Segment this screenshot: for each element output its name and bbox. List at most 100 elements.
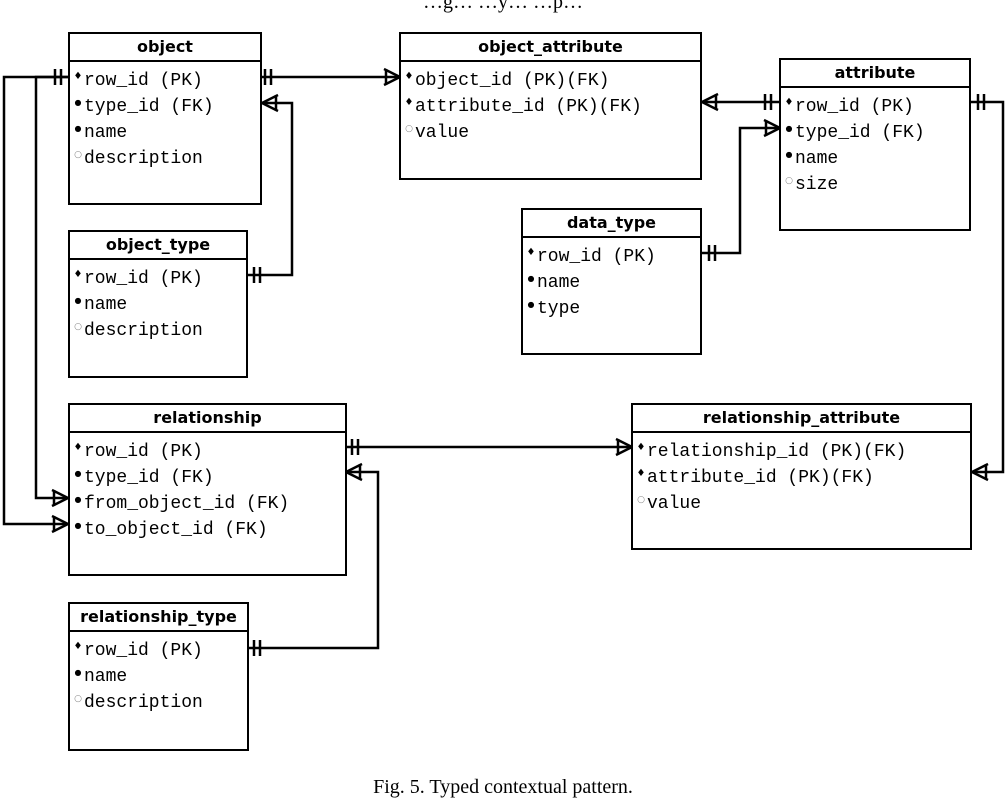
entity-field[interactable]: ♦row_id (PK): [70, 266, 246, 292]
entity-field[interactable]: ●name: [781, 146, 969, 172]
field-label: name: [84, 295, 128, 315]
field-label: from_object_id (FK): [84, 494, 290, 514]
optional-field-marker-icon: ○: [785, 176, 793, 186]
entity-field[interactable]: ♦row_id (PK): [70, 68, 260, 94]
optional-field-marker-icon: ○: [74, 694, 82, 704]
entity-object-type[interactable]: object_type♦row_id (PK)●name○description: [68, 230, 248, 378]
entity-field[interactable]: ●name: [70, 292, 246, 318]
field-label: description: [84, 321, 203, 341]
field-label: description: [84, 693, 203, 713]
entity-field-list: ♦row_id (PK)●name○description: [70, 260, 246, 344]
entity-field[interactable]: ●type: [523, 296, 700, 322]
entity-field[interactable]: ♦row_id (PK): [781, 94, 969, 120]
optional-field-marker-icon: ○: [74, 150, 82, 160]
field-label: size: [795, 175, 839, 195]
primary-key-marker-icon: ♦: [404, 97, 414, 108]
field-label: value: [415, 123, 470, 143]
primary-key-marker-icon: ♦: [636, 442, 646, 453]
line-relationship-type-to-relationship: [248, 470, 380, 650]
entity-field-list: ♦object_id (PK)(FK)♦attribute_id (PK)(FK…: [401, 62, 700, 146]
required-field-marker-icon: ●: [74, 495, 82, 504]
entity-field[interactable]: ♦row_id (PK): [523, 244, 700, 270]
entity-field[interactable]: ●name: [70, 120, 260, 146]
entity-data-type[interactable]: data_type♦row_id (PK)●name●type: [521, 208, 702, 355]
entity-attribute[interactable]: attribute♦row_id (PK)●type_id (FK)●name○…: [779, 58, 971, 231]
entity-field[interactable]: ●type_id (FK): [70, 465, 345, 491]
entity-field[interactable]: ●type_id (FK): [70, 94, 260, 120]
entity-field[interactable]: ♦attribute_id (PK)(FK): [633, 465, 970, 491]
entity-field[interactable]: ♦attribute_id (PK)(FK): [401, 94, 700, 120]
primary-key-marker-icon: ♦: [73, 71, 83, 82]
field-label: attribute_id (PK)(FK): [647, 468, 874, 488]
cropped-heading-text: …g… …y… …p…: [423, 0, 583, 13]
entity-field[interactable]: ♦row_id (PK): [70, 439, 345, 465]
figure-caption: Fig. 5. Typed contextual pattern.: [373, 776, 633, 798]
entity-field[interactable]: ○description: [70, 690, 247, 716]
entity-field[interactable]: ○size: [781, 172, 969, 198]
field-label: row_id (PK): [84, 269, 203, 289]
entity-title: data_type: [523, 210, 700, 238]
entity-field-list: ♦relationship_id (PK)(FK)♦attribute_id (…: [633, 433, 970, 517]
entity-field-list: ♦row_id (PK)●type_id (FK)●name○size: [781, 88, 969, 198]
entity-field[interactable]: ♦object_id (PK)(FK): [401, 68, 700, 94]
optional-field-marker-icon: ○: [405, 124, 413, 134]
line-object-to-relationship-from: [34, 75, 68, 500]
entity-field[interactable]: ●name: [70, 664, 247, 690]
field-label: name: [84, 123, 128, 143]
field-label: type: [537, 299, 581, 319]
entity-title: relationship: [70, 405, 345, 433]
entity-relationship-type[interactable]: relationship_type♦row_id (PK)●name○descr…: [68, 602, 249, 751]
entity-relationship[interactable]: relationship♦row_id (PK)●type_id (FK)●fr…: [68, 403, 347, 576]
entity-field[interactable]: ○description: [70, 146, 260, 172]
field-label: type_id (FK): [84, 97, 214, 117]
entity-field[interactable]: ♦relationship_id (PK)(FK): [633, 439, 970, 465]
entity-title: attribute: [781, 60, 969, 88]
entity-field-list: ♦row_id (PK)●type_id (FK)●name○descripti…: [70, 62, 260, 172]
entity-field[interactable]: ○value: [401, 120, 700, 146]
field-label: row_id (PK): [84, 71, 203, 91]
entity-title: object_attribute: [401, 34, 700, 62]
required-field-marker-icon: ●: [74, 296, 82, 305]
field-label: name: [795, 149, 839, 169]
field-label: type_id (FK): [84, 468, 214, 488]
required-field-marker-icon: ●: [74, 98, 82, 107]
line-attribute-to-relationship-attribute: [970, 100, 1005, 474]
entity-field[interactable]: ●type_id (FK): [781, 120, 969, 146]
entity-title: relationship_attribute: [633, 405, 970, 433]
optional-field-marker-icon: ○: [637, 495, 645, 505]
entity-object-attribute[interactable]: object_attribute♦object_id (PK)(FK)♦attr…: [399, 32, 702, 180]
entity-field[interactable]: ●to_object_id (FK): [70, 517, 345, 543]
entity-field[interactable]: ♦row_id (PK): [70, 638, 247, 664]
required-field-marker-icon: ●: [527, 300, 535, 309]
field-label: row_id (PK): [537, 247, 656, 267]
field-label: description: [84, 149, 203, 169]
required-field-marker-icon: ●: [785, 124, 793, 133]
line-data-type-to-attribute: [702, 126, 780, 255]
required-field-marker-icon: ●: [527, 274, 535, 283]
field-label: type_id (FK): [795, 123, 925, 143]
primary-key-marker-icon: ♦: [73, 442, 83, 453]
field-label: object_id (PK)(FK): [415, 71, 610, 91]
entity-field-list: ♦row_id (PK)●name●type: [523, 238, 700, 322]
primary-key-marker-icon: ♦: [526, 247, 536, 258]
entity-field[interactable]: ○value: [633, 491, 970, 517]
entity-title: object: [70, 34, 260, 62]
required-field-marker-icon: ●: [785, 150, 793, 159]
required-field-marker-icon: ●: [74, 124, 82, 133]
entity-relationship-attribute[interactable]: relationship_attribute♦relationship_id (…: [631, 403, 972, 550]
primary-key-marker-icon: ♦: [784, 97, 794, 108]
entity-title: relationship_type: [70, 604, 247, 632]
entity-field-list: ♦row_id (PK)●name○description: [70, 632, 247, 716]
entity-field[interactable]: ●name: [523, 270, 700, 296]
entity-field-list: ♦row_id (PK)●type_id (FK)●from_object_id…: [70, 433, 345, 543]
one-end-markers: [53, 69, 986, 656]
required-field-marker-icon: ●: [74, 521, 82, 530]
entity-object[interactable]: object♦row_id (PK)●type_id (FK)●name○des…: [68, 32, 262, 205]
entity-field[interactable]: ○description: [70, 318, 246, 344]
entity-field[interactable]: ●from_object_id (FK): [70, 491, 345, 517]
primary-key-marker-icon: ♦: [636, 468, 646, 479]
field-label: name: [537, 273, 581, 293]
primary-key-marker-icon: ♦: [73, 641, 83, 652]
